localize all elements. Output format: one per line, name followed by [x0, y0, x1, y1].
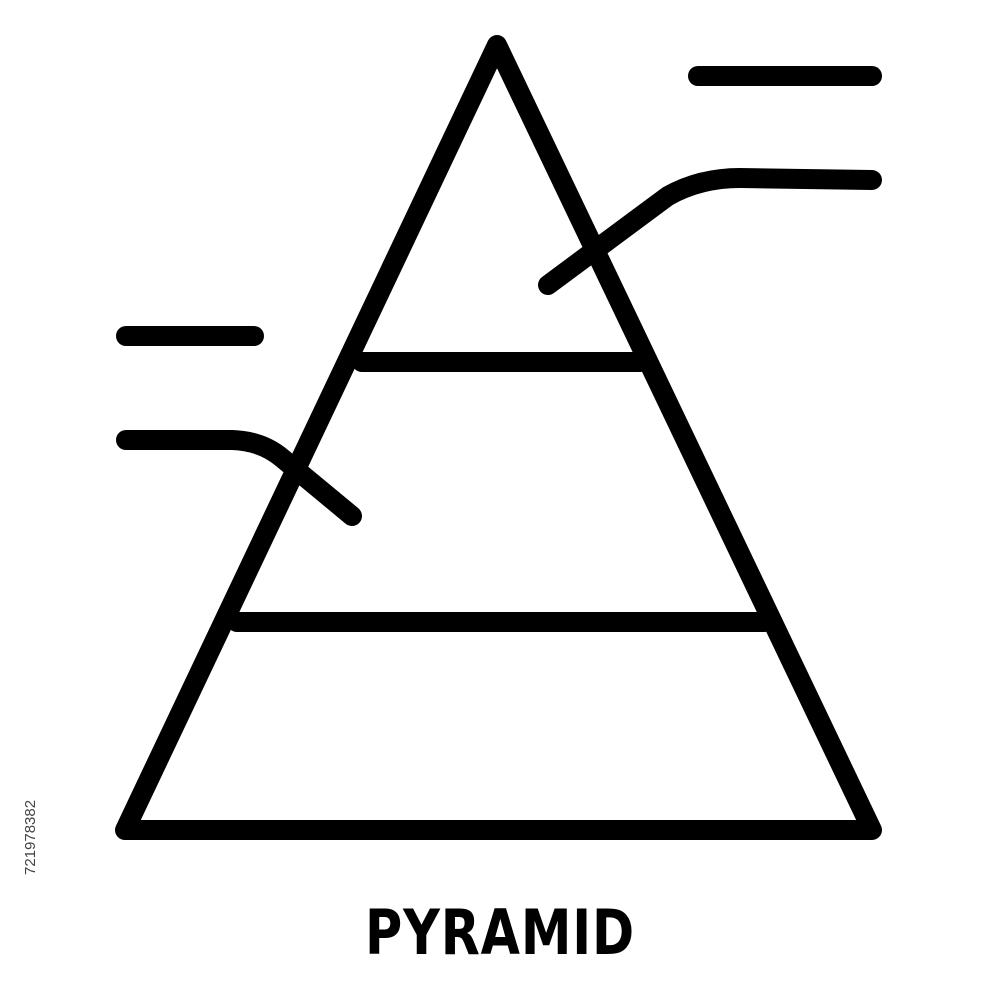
icon-caption: PYRAMID	[364, 896, 636, 969]
callout-pointer-left	[116, 430, 362, 526]
pyramid-outline	[115, 35, 882, 840]
stock-id-label: 721978382	[22, 799, 39, 875]
callout-pointer-right	[538, 168, 882, 295]
